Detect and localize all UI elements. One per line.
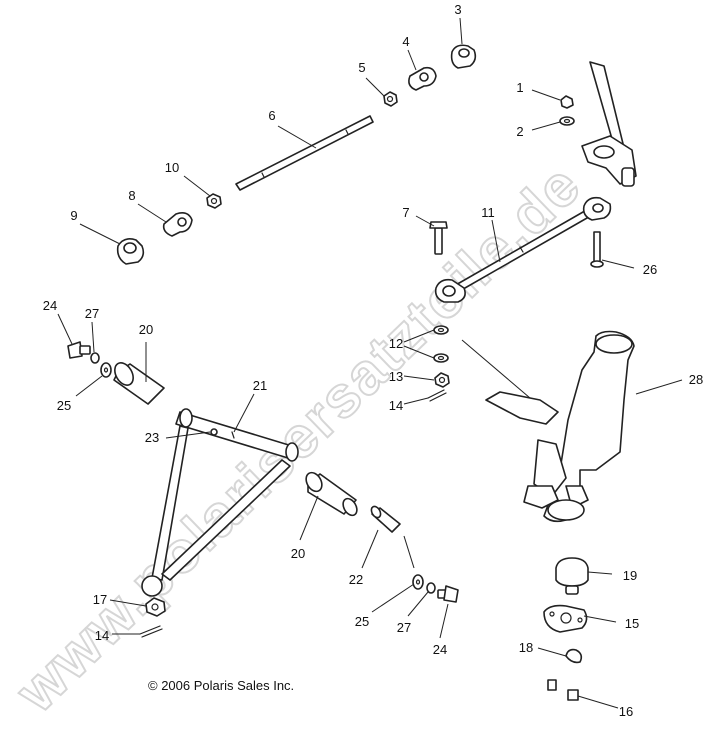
callout-13: 13 [389,369,403,384]
callout-11: 11 [481,205,495,220]
part-24-bolt-left [67,341,91,359]
callout-12: 12 [389,336,403,351]
part-25-washer-right [412,574,424,590]
part-23-grease-fitting [210,428,218,436]
part-16-screws [547,679,579,701]
callout-14-lower: 14 [95,628,109,643]
callout-28: 28 [689,372,703,387]
callout-15: 15 [625,616,639,631]
part-14-cotter-pin-upper [427,389,447,402]
part-8-rod-end [162,212,193,237]
callout-27-right: 27 [397,620,411,635]
callout-27-left: 27 [85,306,99,321]
callout-3: 3 [454,2,461,17]
part-21-a-arm [141,408,299,597]
callout-9: 9 [70,208,77,223]
part-7-bolt [429,221,448,255]
part-26-pin [590,231,604,268]
callout-16: 16 [619,704,633,719]
callout-21: 21 [253,378,267,393]
callout-6: 6 [268,108,275,123]
callout-20-center: 20 [291,546,305,561]
callout-4: 4 [402,34,409,49]
part-22-sleeve [370,505,401,533]
callout-8: 8 [128,188,135,203]
callout-20-left: 20 [139,322,153,337]
part-9-rod-end [116,238,145,265]
part-3-rod-end [450,44,477,69]
part-13-nut [434,372,450,388]
leader-lines [57,17,683,709]
callout-17: 17 [93,592,107,607]
part-15-plate [543,604,588,633]
watermark-text: www.polarisersatzteile.de [3,152,593,725]
part-19-ball-joint [555,557,589,595]
part-20-bushing-center [305,471,358,517]
callout-18: 18 [519,640,533,655]
callout-26: 26 [643,262,657,277]
callout-23: 23 [145,430,159,445]
part-27-washer-right [426,582,436,594]
steering-post-assembly [581,61,637,187]
callout-7: 7 [402,205,409,220]
callout-10: 10 [165,160,179,175]
part-11-tie-rod-assembly [434,196,612,303]
part-14-cotter-pin-lower [139,625,163,638]
part-18-clip [565,648,583,664]
part-10-jam-nut [206,193,222,209]
part-20-bushing-left [113,362,165,405]
part-4-rod-end [408,66,437,91]
copyright-text: © 2006 Polaris Sales Inc. [148,678,294,693]
callout-labels: 1 2 3 4 5 6 10 8 9 7 11 26 12 13 14 28 1… [43,2,703,719]
callout-25-right: 25 [355,614,369,629]
part-25-washer-left [100,362,112,378]
part-5-jam-nut [383,91,398,107]
callout-1: 1 [516,80,523,95]
part-28-spindle [485,330,635,523]
callout-22: 22 [349,572,363,587]
part-6-tie-rod [235,115,374,191]
part-24-bolt-right [437,585,459,603]
part-17-nut [145,597,166,617]
callout-19: 19 [623,568,637,583]
part-12-washers [433,325,449,363]
part-1-nut [560,95,574,109]
callout-5: 5 [358,60,365,75]
part-2-washer [559,116,575,126]
part-27-washer-left [90,352,100,364]
callout-24-right: 24 [433,642,447,657]
callout-24-left: 24 [43,298,57,313]
callout-2: 2 [516,124,523,139]
callout-14-upper: 14 [389,398,403,413]
callout-25-left: 25 [57,398,71,413]
